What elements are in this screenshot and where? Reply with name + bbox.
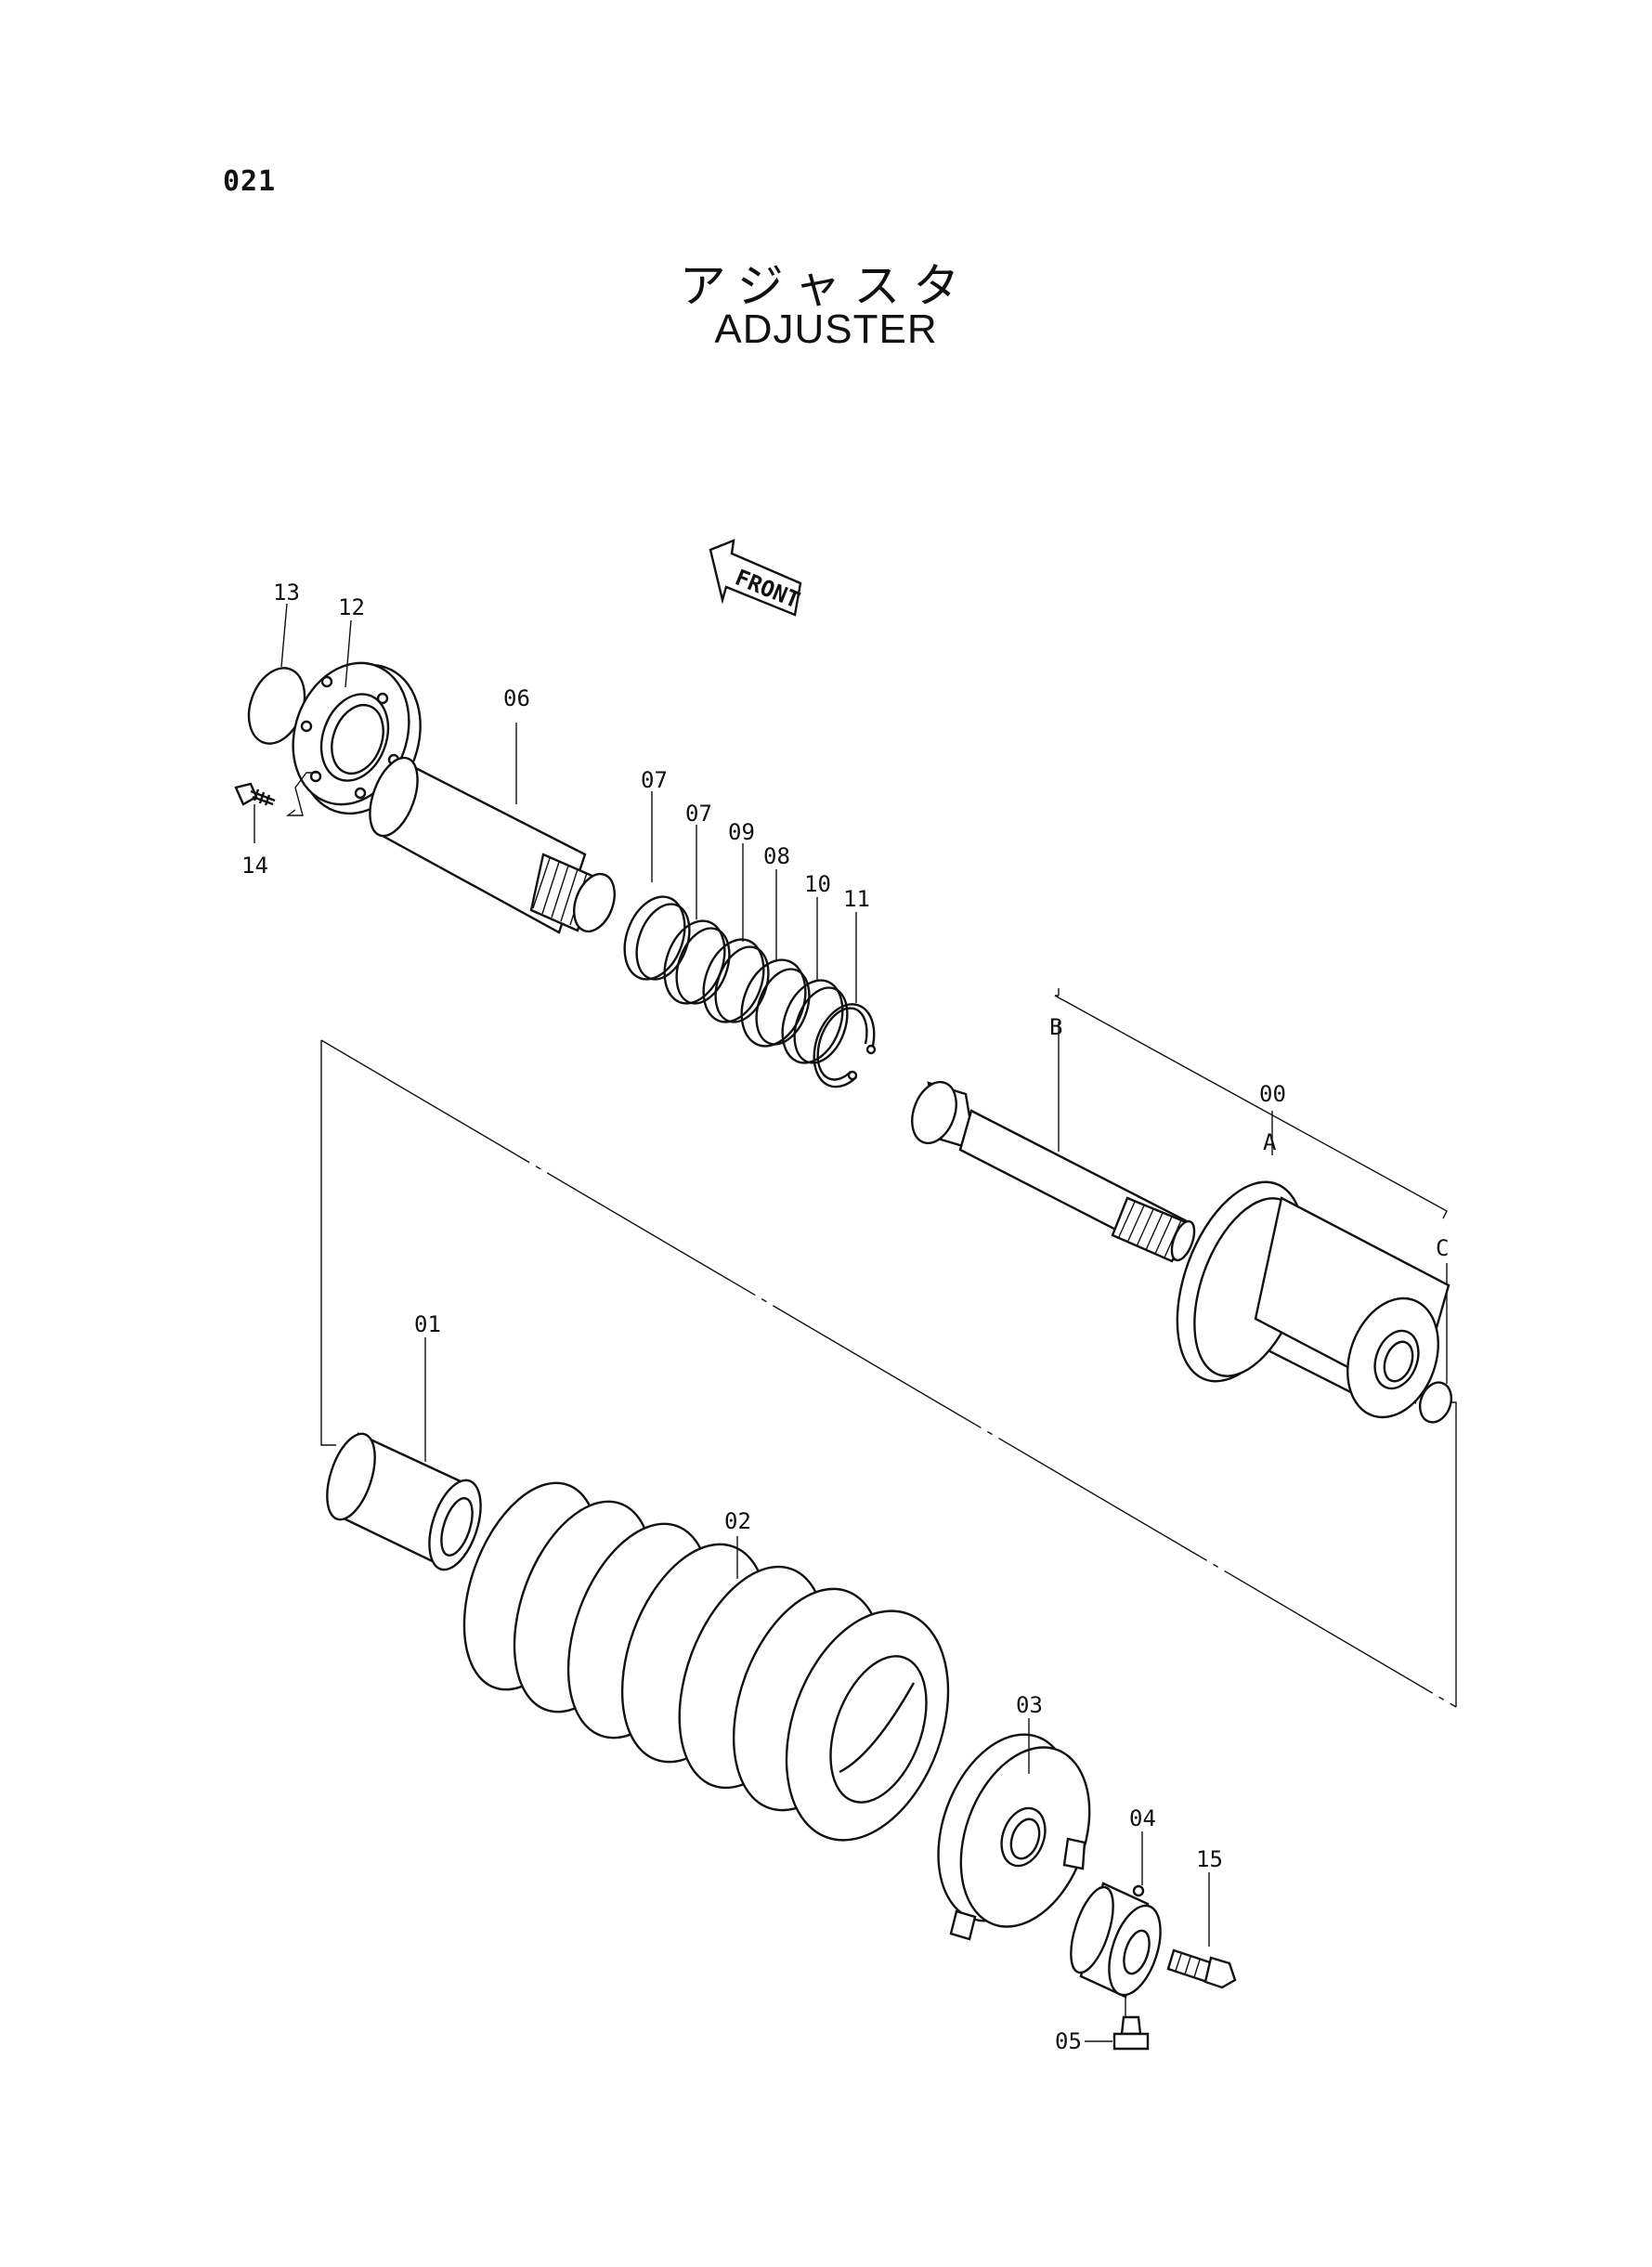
callout-14: 14 <box>241 853 268 879</box>
part-b-piston-rod <box>911 1080 1196 1263</box>
callout-13: 13 <box>273 580 300 606</box>
part-09-ring <box>702 843 770 1023</box>
diagram-title-english: ADJUSTER <box>714 306 938 352</box>
part-01-bushing <box>326 1337 482 1571</box>
callout-c: C <box>1436 1235 1449 1261</box>
part-07-ring-a <box>623 791 691 981</box>
callout-07a: 07 <box>641 767 668 793</box>
part-a-flanged-housing <box>1176 1180 1450 1419</box>
callout-00: 00 <box>1259 1081 1286 1107</box>
callout-09: 09 <box>728 819 755 845</box>
part-05-plug <box>1085 2015 1150 2051</box>
callout-02: 02 <box>724 1508 751 1534</box>
front-arrow-icon: FRONT <box>709 539 803 617</box>
part-15-grease-valve <box>1166 1872 1237 1989</box>
front-label: FRONT <box>732 565 803 614</box>
page-number: 021 <box>223 165 277 198</box>
part-10-ring <box>781 897 849 1064</box>
lower-assembly-frame <box>320 1039 1457 1708</box>
callout-08: 08 <box>763 843 790 869</box>
part-03-spring-seat <box>937 1718 1091 1941</box>
part-04-adjust-nut <box>1070 1831 1162 2028</box>
part-14-bolt <box>234 772 318 843</box>
callout-03: 03 <box>1016 1692 1043 1718</box>
callout-15: 15 <box>1196 1846 1223 1872</box>
part-11-snap-ring <box>813 912 877 1088</box>
part-06-cylinder <box>369 723 616 934</box>
part-c-o-ring <box>1418 1381 1453 1424</box>
callout-10: 10 <box>804 871 831 897</box>
callout-06: 06 <box>503 685 530 711</box>
part-02-coil-spring <box>462 1481 950 1842</box>
callout-12: 12 <box>338 594 365 620</box>
part-08-ring <box>740 869 811 1048</box>
callout-11: 11 <box>843 886 870 912</box>
callout-05: 05 <box>1055 2028 1082 2054</box>
callout-07b: 07 <box>685 801 712 827</box>
callout-04: 04 <box>1129 1805 1156 1831</box>
callout-01: 01 <box>414 1311 441 1337</box>
callout-a: A <box>1263 1129 1277 1155</box>
callout-b: B <box>1049 1014 1062 1040</box>
diagram-title-japanese: アジャスタ <box>679 259 973 313</box>
part-07-ring-b <box>663 825 731 1005</box>
